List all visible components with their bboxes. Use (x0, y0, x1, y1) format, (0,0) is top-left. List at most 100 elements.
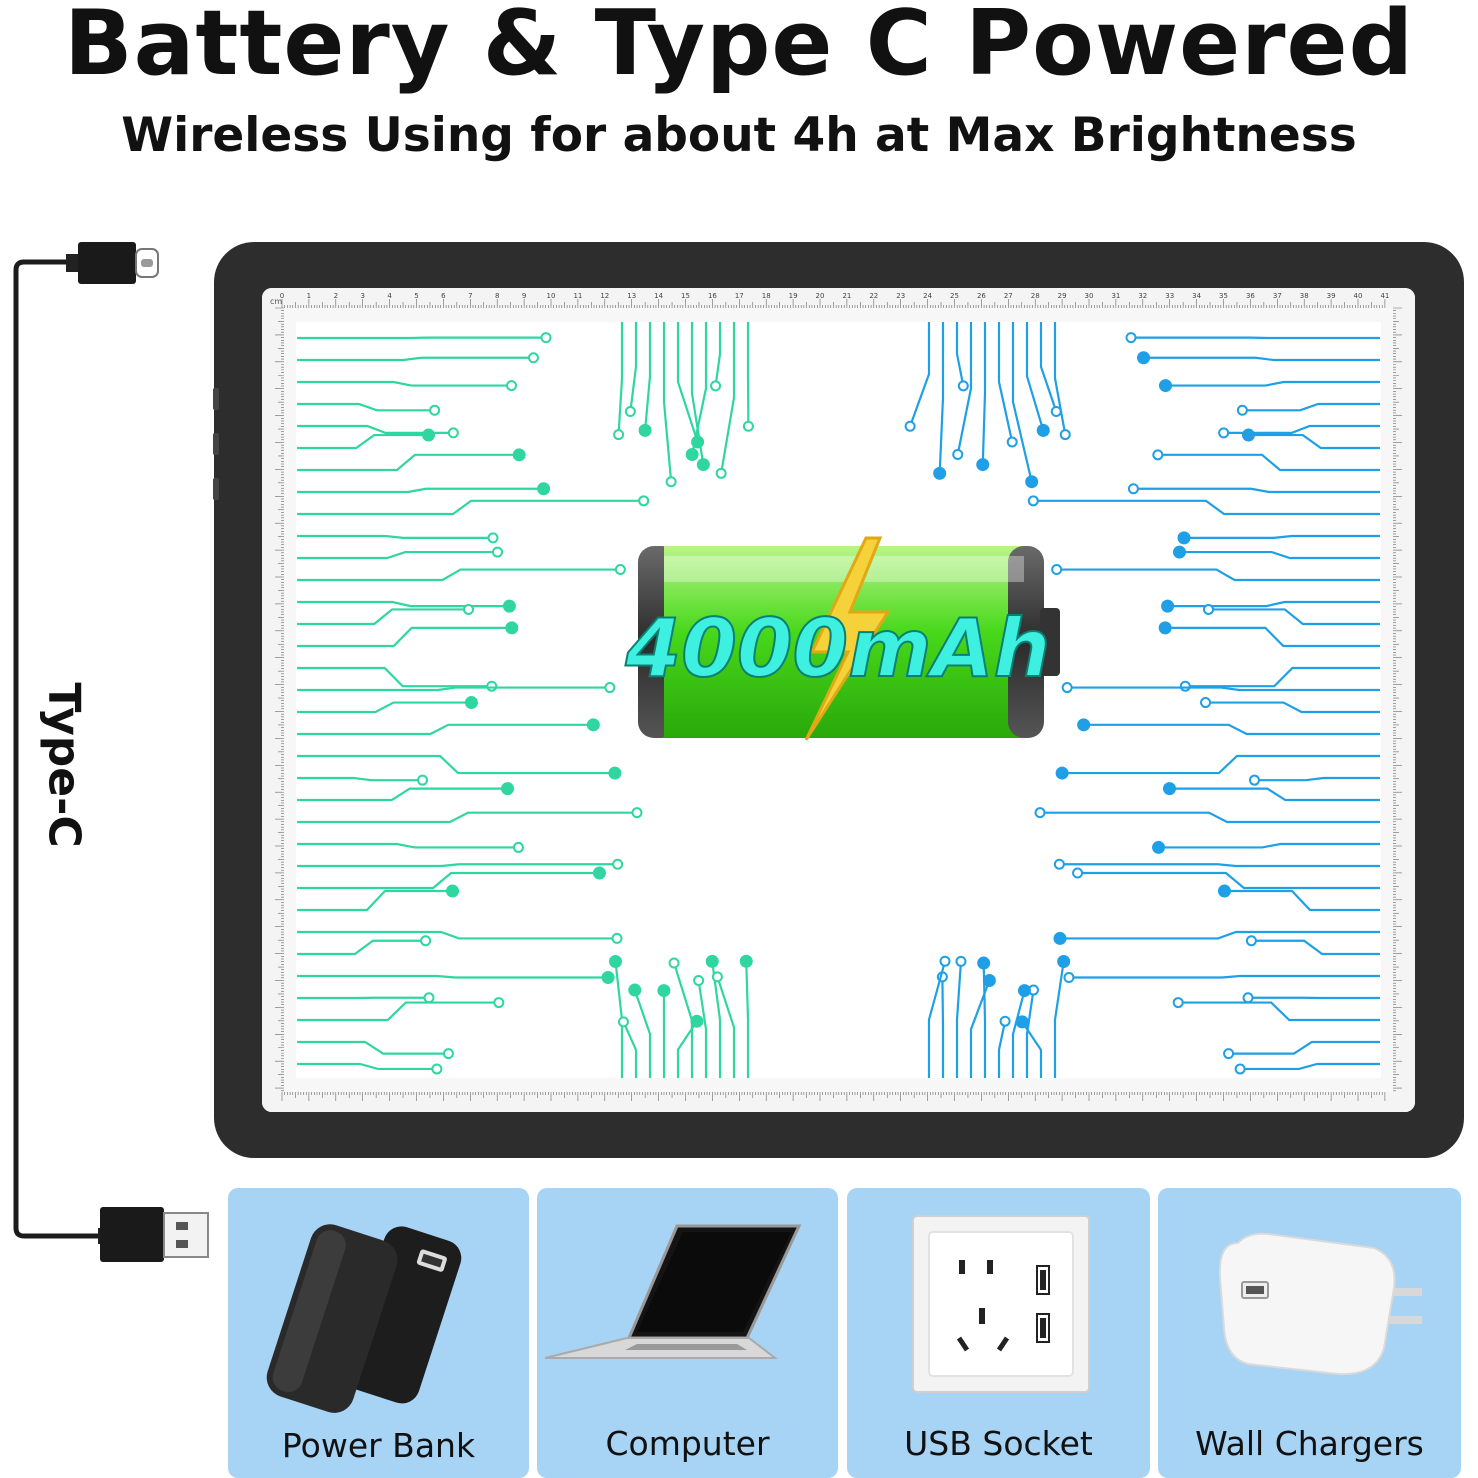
circuit-node (1159, 379, 1173, 393)
circuit-node (1036, 423, 1050, 437)
circuit-trace (297, 550, 498, 560)
circuit-node (462, 603, 474, 615)
circuit-node (1057, 955, 1071, 969)
ruler-tick-label: 16 (708, 292, 717, 300)
circuit-trace (297, 1040, 449, 1055)
circuit-trace (1167, 600, 1380, 608)
circuit-trace (1083, 723, 1380, 736)
circuit-trace (981, 322, 987, 465)
circuit-trace (941, 976, 945, 1078)
circuit-node (1218, 427, 1230, 439)
circuit-node (527, 352, 539, 364)
circuit-node (657, 984, 671, 998)
circuit-trace (633, 989, 652, 1078)
circuit-node (1006, 436, 1018, 448)
power-bank-icon (266, 1224, 462, 1413)
side-button (213, 433, 219, 455)
circuit-trace (1208, 608, 1380, 626)
ruler-tick-label: 35 (1219, 292, 1228, 300)
circuit-node (502, 599, 516, 613)
circuit-node (586, 718, 600, 732)
circuit-node (1245, 935, 1257, 947)
circuit-trace (1248, 433, 1380, 450)
circuit-node (685, 447, 699, 461)
headline: Battery & Type C Powered (63, 0, 1414, 96)
ruler-tick-label: 31 (1111, 292, 1120, 300)
circuit-trace (1025, 322, 1045, 431)
circuit-node (505, 380, 517, 392)
usb-socket-label: USB Socket (904, 1424, 1093, 1463)
ruler-tick-label: 9 (522, 292, 526, 300)
circuit-trace (955, 961, 963, 1078)
circuit-trace (745, 961, 750, 1078)
circuit-trace (997, 1020, 1007, 1078)
circuit-node (705, 954, 719, 968)
ruler-tick-label: 8 (495, 292, 499, 300)
circuit-node (955, 955, 967, 967)
circuit-node (1241, 428, 1255, 442)
circuit-node (1236, 404, 1248, 416)
circuit-trace (1059, 930, 1380, 940)
circuit-trace (1178, 1001, 1380, 1022)
circuit-trace (1067, 686, 1380, 692)
computer-label: Computer (605, 1424, 770, 1463)
circuit-trace (938, 322, 945, 474)
circuit-node (1027, 495, 1039, 507)
circuit-node (442, 1048, 454, 1060)
circuit-trace (297, 453, 520, 472)
ruler-tick-label: 40 (1354, 292, 1363, 300)
circuit-node (1217, 884, 1231, 898)
circuit-trace (1133, 487, 1380, 494)
ruler-tick-label: 34 (1192, 292, 1201, 300)
circuit-node (505, 621, 519, 635)
circuit-node (592, 866, 606, 880)
power-source-card-power-bank: Power Bank (228, 1188, 529, 1478)
ruler-tick-label: 28 (1031, 292, 1040, 300)
circuit-node (1248, 774, 1260, 786)
circuit-trace (297, 666, 492, 688)
circuit-node (1077, 718, 1091, 732)
circuit-node (624, 405, 636, 417)
circuit-trace (297, 1062, 437, 1071)
wall-charger-icon (1218, 1232, 1422, 1376)
circuit-trace (1179, 550, 1380, 560)
circuit-trace (690, 322, 705, 465)
circuit-node (628, 983, 642, 997)
circuit-trace (297, 600, 510, 608)
circuit-node (431, 1063, 443, 1075)
circuit-trace (909, 322, 931, 427)
circuit-trace (297, 1001, 499, 1022)
circuit-node (976, 458, 990, 472)
circuit-node (1162, 782, 1176, 796)
circuit-node (493, 997, 505, 1009)
circuit-trace (1062, 754, 1380, 775)
circuit-node (429, 404, 441, 416)
circuit-node (608, 766, 622, 780)
circuit-trace (1240, 1062, 1380, 1071)
circuit-trace (1011, 322, 1033, 482)
ruler-tick-label: 33 (1165, 292, 1174, 300)
circuit-node (904, 420, 916, 432)
circuit-node (711, 971, 723, 983)
circuit-node (668, 957, 680, 969)
circuit-trace (1053, 322, 1067, 435)
circuit-node (696, 458, 710, 472)
circuit-trace (676, 322, 699, 443)
circuit-trace (1143, 356, 1380, 362)
ruler-tick-label: 18 (762, 292, 771, 300)
circuit-trace (1011, 990, 1026, 1078)
circuit-node (1063, 971, 1075, 983)
circuit-trace (1039, 322, 1058, 412)
ruler-tick-label: 5 (414, 292, 418, 300)
circuit-node (601, 970, 615, 984)
circuit-trace (691, 322, 708, 455)
circuit-trace (1184, 534, 1380, 539)
circuit-trace (622, 1021, 638, 1078)
circuit-trace (297, 402, 435, 412)
circuit-trace (297, 754, 615, 775)
circuit-trace (297, 863, 618, 868)
ruler-tick-label: 27 (1004, 292, 1013, 300)
circuit-trace (297, 842, 519, 849)
circuit-trace (297, 626, 512, 648)
circuit-node (1055, 766, 1069, 780)
